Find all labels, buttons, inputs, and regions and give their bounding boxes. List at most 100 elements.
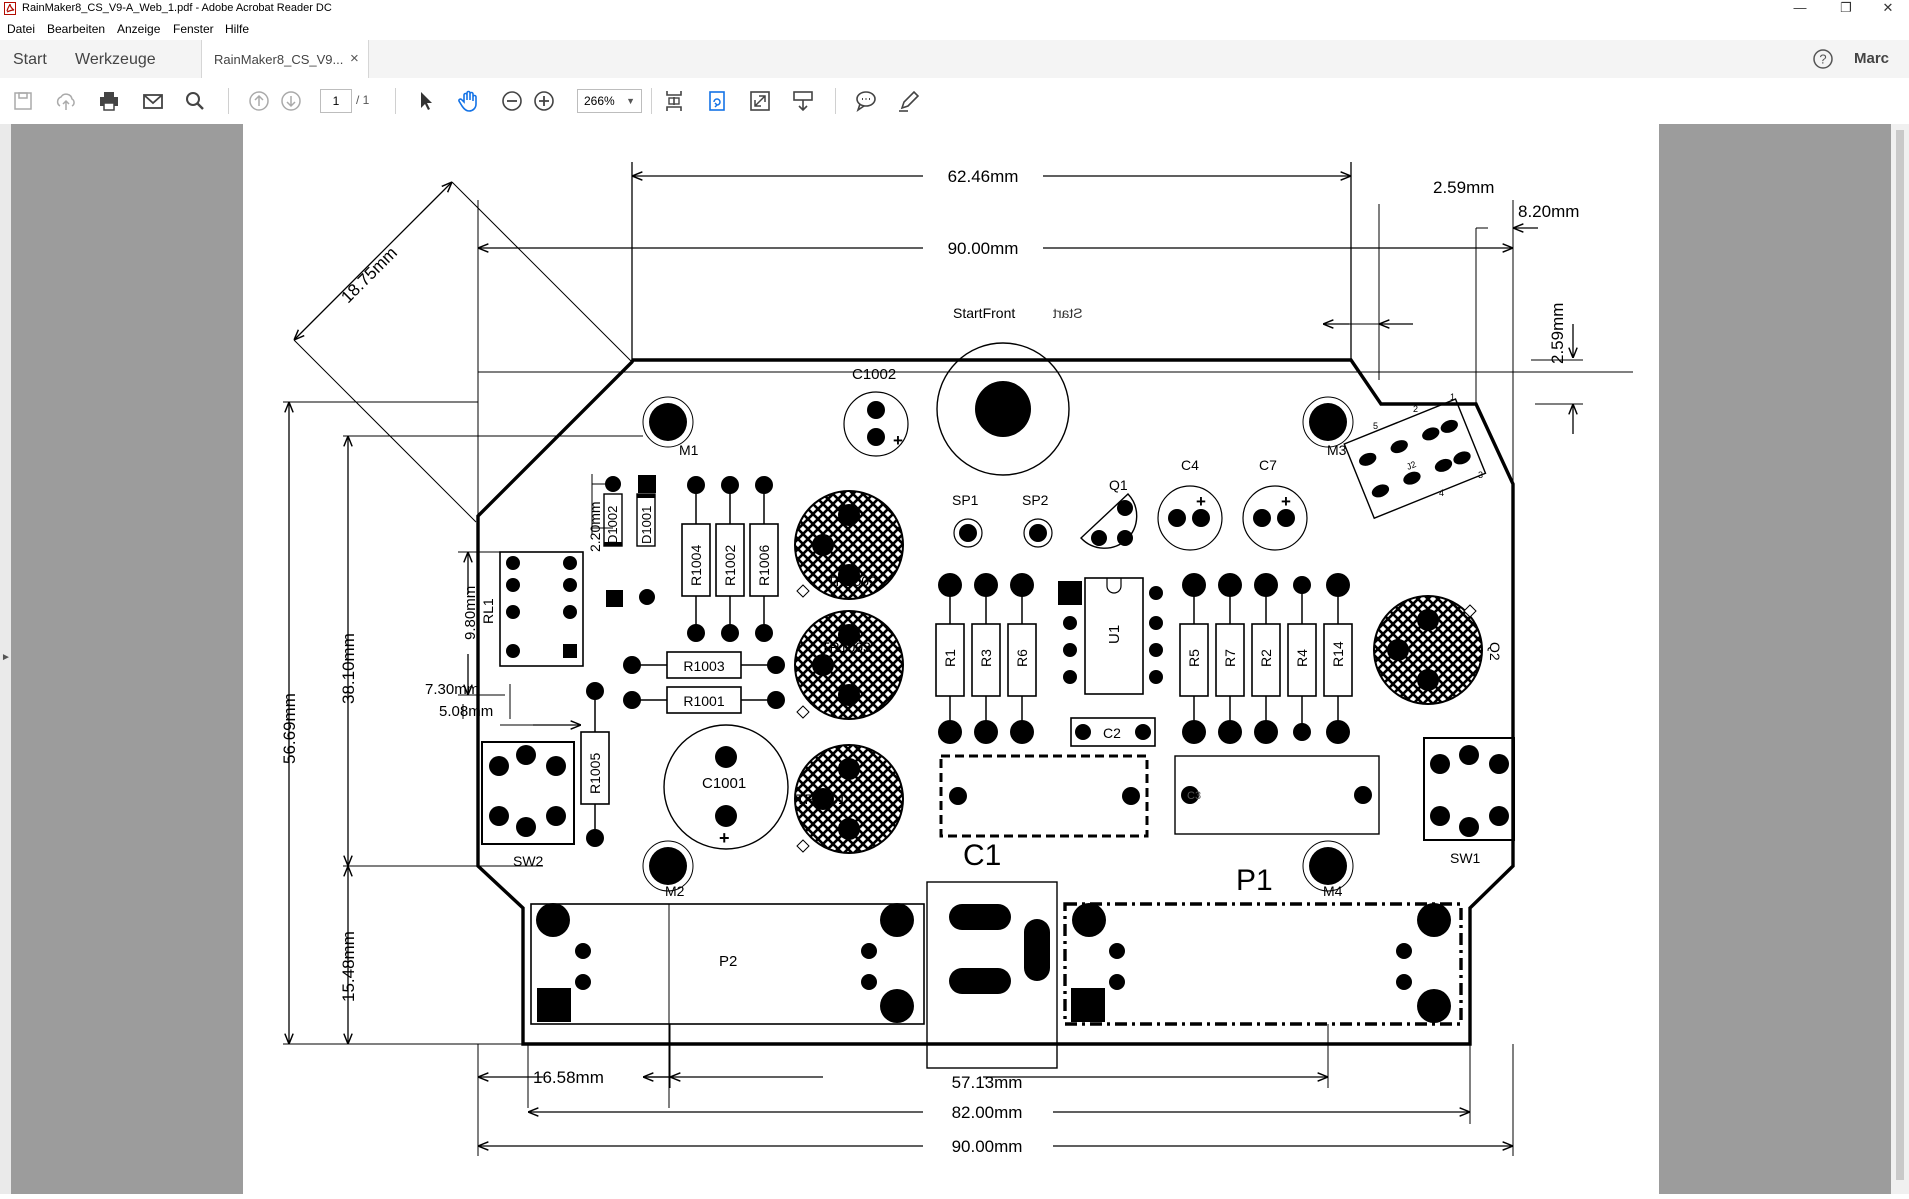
q2-outline — [1373, 595, 1483, 705]
dim-16-58: 16.58mm — [533, 1068, 604, 1087]
pad — [1168, 509, 1186, 527]
highlight-pen-icon[interactable] — [896, 88, 922, 114]
label-j2: J2 — [1405, 459, 1418, 472]
pad — [586, 829, 604, 847]
pad — [1277, 509, 1295, 527]
scrollbar-thumb[interactable] — [1896, 130, 1904, 1180]
polarity-plus: + — [1281, 492, 1291, 511]
resistor-group-top — [681, 476, 779, 642]
menu-anzeige[interactable]: Anzeige — [117, 22, 161, 36]
toolbar-separator — [395, 88, 396, 114]
menu-hilfe[interactable]: Hilfe — [225, 22, 250, 36]
zoom-in-icon[interactable] — [531, 88, 557, 114]
label-r4: R4 — [1294, 649, 1310, 667]
save-icon[interactable] — [10, 88, 36, 114]
c1001-outline — [663, 724, 789, 850]
comment-icon[interactable] — [853, 88, 879, 114]
menu-bearbeiten[interactable]: Bearbeiten — [47, 22, 106, 36]
left-panel-toggle[interactable]: ► — [0, 124, 11, 1194]
print-icon[interactable] — [96, 88, 122, 114]
connector-j2 — [1343, 398, 1487, 520]
label-c4: C4 — [1181, 457, 1199, 473]
page-up-icon[interactable] — [246, 88, 272, 114]
tab-start[interactable]: Start — [13, 51, 47, 68]
label-u1: U1 — [1106, 625, 1123, 644]
tab-document[interactable]: RainMaker8_CS_V9... × — [201, 40, 369, 78]
label-sp1: SP1 — [952, 492, 979, 508]
label-d1002: D1002 — [605, 506, 620, 544]
vertical-scrollbar[interactable] — [1891, 124, 1909, 1194]
zoom-select[interactable]: 266% ▼ — [577, 89, 642, 113]
c1002-outline — [843, 391, 909, 457]
polarity-plus: + — [1196, 492, 1206, 511]
pad — [1253, 509, 1271, 527]
pad — [1122, 787, 1140, 805]
close-tab-button[interactable]: × — [350, 50, 359, 67]
close-window-button[interactable]: ✕ — [1882, 0, 1894, 15]
zoom-value: 266% — [584, 94, 615, 108]
dashed-footprint — [939, 754, 1149, 838]
pcb-drawing: 62.46mm 90.00mm 2.59mm 8.20mm 2.59mm 18.… — [280, 162, 1633, 1194]
page-number-input[interactable]: 1 — [320, 89, 352, 113]
label-sw2: SW2 — [513, 853, 544, 869]
capacitor-c2 — [1070, 717, 1156, 747]
help-icon-glyph: ? — [1819, 52, 1826, 67]
toolbar-separator — [835, 88, 836, 114]
fit-page-icon[interactable] — [661, 88, 687, 114]
rotate-icon[interactable] — [704, 88, 730, 114]
dim-2-59-top: 2.59mm — [1433, 178, 1494, 197]
tab-werkzeuge[interactable]: Werkzeuge — [75, 51, 156, 68]
dim-7-30: 7.30mm — [425, 681, 479, 698]
toolbar: 1 / 1 266% ▼ — [0, 78, 1909, 125]
pad — [639, 589, 655, 605]
sp1-pad — [959, 524, 977, 542]
diode-band — [637, 494, 655, 498]
resistor-group-right — [1179, 573, 1353, 744]
resistor-group-left — [935, 573, 1037, 744]
label-r1: R1 — [942, 649, 958, 667]
label-tr1001: TR1001 — [796, 791, 846, 807]
label-r14: R14 — [1330, 641, 1346, 667]
dim-90-bottom: 90.00mm — [952, 1137, 1023, 1156]
help-icon[interactable]: ? — [1812, 48, 1834, 70]
document-viewer[interactable]: ► — [0, 124, 1909, 1194]
c1002-pad — [867, 428, 885, 446]
dim-2-59-right: 2.59mm — [1548, 303, 1567, 364]
board-outline — [476, 358, 1515, 1046]
menu-datei[interactable]: Datei — [7, 22, 36, 36]
pad — [949, 787, 967, 805]
restore-button[interactable]: ❐ — [1840, 0, 1852, 15]
label-start-front: StartFront — [953, 305, 1015, 321]
pad — [638, 475, 656, 493]
relay-rl1 — [499, 551, 584, 667]
label-r1003: R1003 — [683, 658, 724, 674]
minimize-button[interactable]: — — [1793, 0, 1807, 15]
menu-fenster[interactable]: Fenster — [173, 22, 214, 36]
label-c3: C3 — [1187, 790, 1201, 802]
label-r6: R6 — [1014, 649, 1030, 667]
search-icon[interactable] — [182, 88, 208, 114]
hand-icon[interactable] — [456, 88, 482, 114]
pad — [1181, 786, 1199, 804]
page-down-icon[interactable] — [278, 88, 304, 114]
jack-pad — [949, 968, 1011, 994]
zoom-out-icon[interactable] — [499, 88, 525, 114]
email-icon[interactable] — [140, 88, 166, 114]
polarity-plus: + — [893, 431, 903, 450]
pad — [1075, 724, 1091, 740]
label-r3: R3 — [978, 649, 994, 667]
c1002-pad — [867, 401, 885, 419]
chevron-down-icon: ▼ — [626, 96, 635, 106]
q2-marker — [1463, 604, 1477, 618]
ic-u1 — [1084, 577, 1144, 695]
pad — [586, 682, 604, 700]
scroll-mode-icon[interactable] — [790, 88, 816, 114]
dim-56-69: 56.69mm — [280, 693, 299, 764]
cloud-upload-icon[interactable] — [53, 88, 79, 114]
pad — [715, 746, 737, 768]
j2-pin-2: 2 — [1413, 404, 1418, 414]
fullscreen-icon[interactable] — [747, 88, 773, 114]
label-c2: C2 — [1103, 725, 1121, 741]
select-arrow-icon[interactable] — [413, 88, 439, 114]
account-name[interactable]: Marc — [1854, 50, 1890, 67]
